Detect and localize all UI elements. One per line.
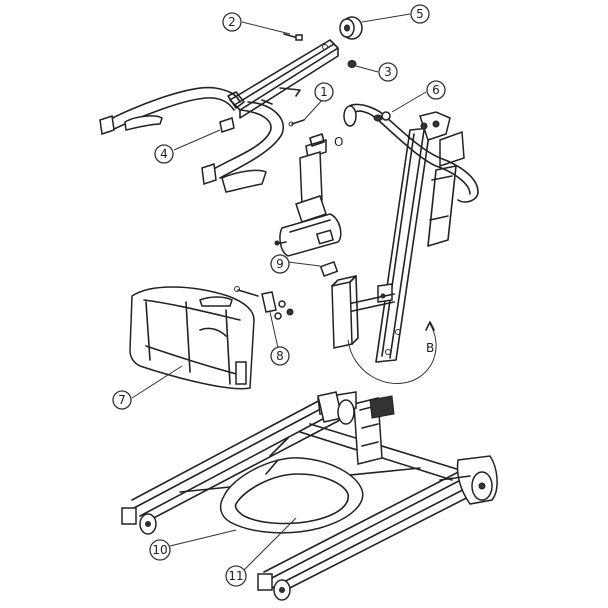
caster-rear-left [317, 391, 355, 425]
knee-pad [129, 286, 255, 390]
callout-5: 5 [410, 4, 430, 24]
base-frame [121, 391, 498, 601]
svg-text:7: 7 [118, 393, 126, 407]
callout-7: 7 [112, 390, 132, 410]
knob-wheel [339, 16, 363, 40]
svg-text:6: 6 [432, 83, 440, 97]
callout-10: 10 [149, 539, 171, 561]
callout-3: 3 [378, 62, 398, 82]
spreader-bar [99, 86, 285, 193]
mount-hardware [234, 286, 294, 320]
mast-sleeve [331, 275, 359, 349]
boom-nut [347, 60, 357, 68]
caster-rear-right [439, 455, 498, 505]
detail-b-circle [347, 323, 437, 384]
callout-6: 6 [426, 80, 446, 100]
callout-2: 2 [222, 12, 242, 32]
small-o-label: O [334, 135, 343, 149]
pad-part [219, 117, 235, 133]
spacer-block [319, 260, 339, 278]
callout-11: 11 [225, 565, 247, 587]
svg-text:11: 11 [228, 569, 243, 583]
svg-text:10: 10 [152, 543, 167, 557]
svg-text:8: 8 [276, 349, 284, 363]
callout-9: 9 [270, 254, 290, 274]
boom-pin [283, 33, 303, 41]
svg-text:2: 2 [228, 15, 236, 29]
callout-8: 8 [270, 346, 290, 366]
callout-4: 4 [154, 144, 174, 164]
bolt-part: O [288, 119, 343, 149]
actuator [274, 133, 342, 257]
caster-front-left [121, 507, 157, 535]
mast [343, 103, 479, 363]
svg-text:5: 5 [416, 7, 424, 21]
mast-bolts [373, 111, 440, 130]
leader-lines [131, 13, 427, 571]
svg-text:3: 3 [384, 65, 392, 79]
boom-arm [229, 39, 339, 119]
caster-front-right [257, 573, 291, 601]
callout-1: 1 [314, 82, 334, 102]
svg-text:1: 1 [320, 85, 328, 99]
svg-text:9: 9 [276, 257, 284, 271]
svg-text:4: 4 [160, 147, 168, 161]
detail-b-label: B [426, 341, 434, 355]
